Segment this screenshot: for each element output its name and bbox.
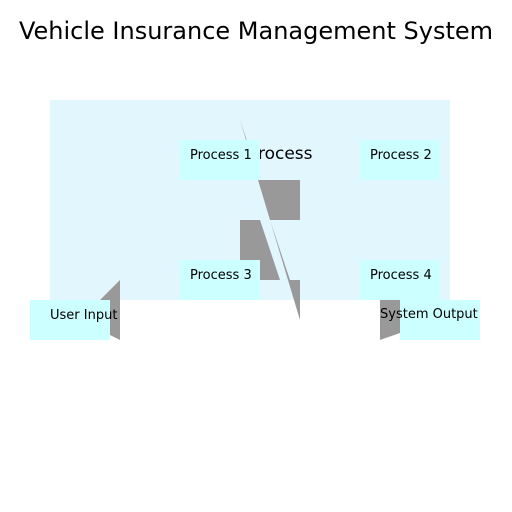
process-area-label: Process <box>248 144 313 164</box>
process-3-node: Process 3 <box>180 260 260 300</box>
process-4-node: Process 4 <box>360 260 440 300</box>
process-4-label: Process 4 <box>370 267 432 283</box>
process-2-label: Process 2 <box>370 147 432 163</box>
user-input-label: User Input <box>50 307 118 323</box>
diagram-title: Vehicle Insurance Management System <box>18 17 494 45</box>
process-1-node: Process 1 <box>180 140 260 180</box>
process-3-label: Process 3 <box>190 267 252 283</box>
process-2-node: Process 2 <box>360 140 440 180</box>
connector-shape <box>380 300 400 340</box>
user-input-node: User Input <box>30 300 117 340</box>
system-output-label: System Output <box>380 307 478 322</box>
process-1-label: Process 1 <box>190 147 252 163</box>
connector-shape <box>100 280 120 340</box>
system-output-node <box>400 300 480 340</box>
